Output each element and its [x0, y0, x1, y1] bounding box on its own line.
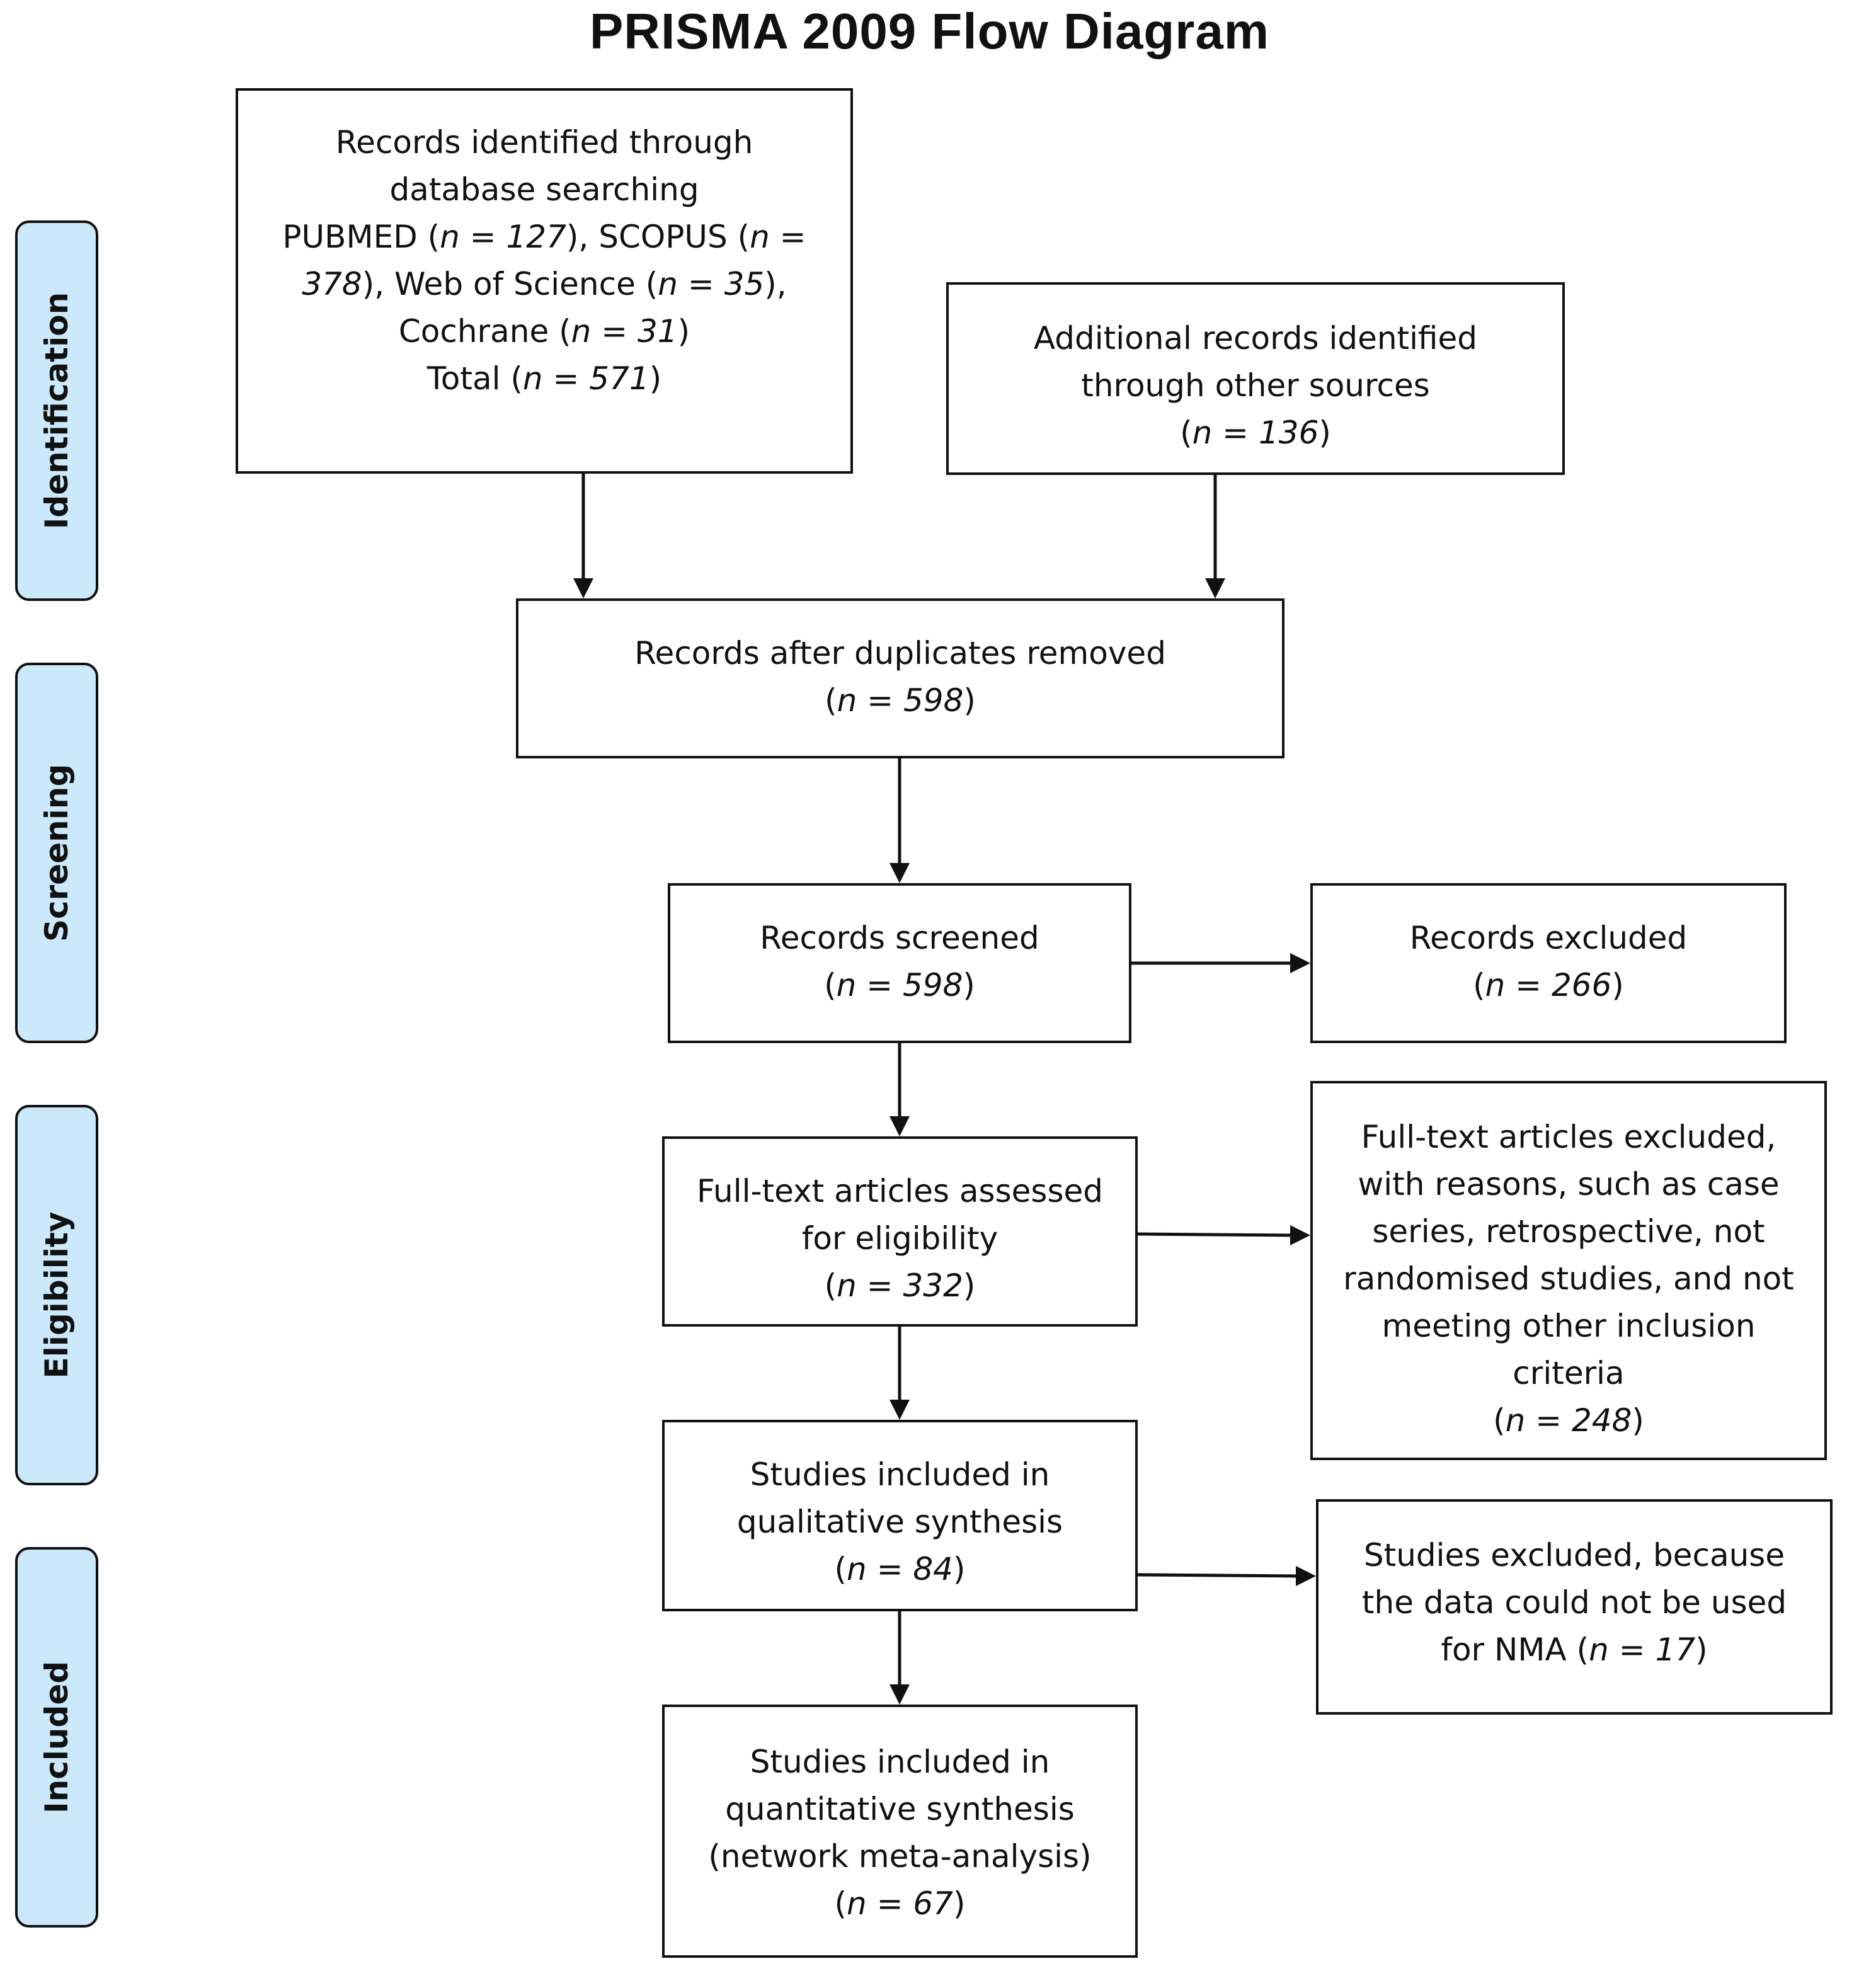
fulltext-excluded-count: (n = 248): [1493, 1402, 1644, 1439]
stage-identification: Identification: [15, 220, 98, 601]
arrowhead-other-to-duplicates: [1205, 578, 1225, 598]
box-qualitative-synthesis: Studies included in qualitative synthesi…: [662, 1420, 1138, 1611]
fulltext-excluded-line5: meeting other inclusion: [1381, 1308, 1756, 1344]
diagram-title: PRISMA 2009 Flow Diagram: [589, 3, 1270, 59]
fulltext-assessed-line1: Full-text articles assessed: [697, 1173, 1103, 1209]
records-screened-count: (n = 598): [824, 967, 975, 1003]
fulltext-assessed-count: (n = 332): [824, 1267, 976, 1304]
records-excluded-line1: Records excluded: [1409, 920, 1688, 956]
database-search-line5: Cochrane (n = 31): [398, 313, 690, 350]
qualitative-line2: qualitative synthesis: [736, 1504, 1063, 1540]
qualitative-line1: Studies included in: [750, 1456, 1050, 1493]
box-records-screened: Records screened (n = 598): [668, 883, 1131, 1043]
box-nma-excluded: Studies excluded, because the data could…: [1316, 1499, 1833, 1715]
arrowhead-screened-to-excluded: [1290, 953, 1310, 973]
other-sources-line2: through other sources: [1081, 367, 1430, 404]
arrowhead-duplicates-to-screened: [889, 863, 910, 883]
nma-excluded-line1: Studies excluded, because: [1363, 1537, 1785, 1574]
other-sources-line1: Additional records identified: [1033, 320, 1478, 357]
arrowhead-fulltext-to-qualitative: [889, 1400, 910, 1420]
qualitative-count: (n = 84): [834, 1551, 966, 1587]
nma-excluded-line3: for NMA (n = 17): [1441, 1631, 1708, 1668]
quantitative-line3: (network meta-analysis): [708, 1838, 1092, 1875]
stage-included: Included: [15, 1547, 98, 1928]
box-fulltext-assessed: Full-text articles assessed for eligibil…: [662, 1136, 1138, 1327]
fulltext-excluded-line6: criteria: [1513, 1355, 1625, 1391]
arrowhead-database-to-duplicates: [573, 578, 593, 598]
arrowhead-qualitative-to-quantitative: [889, 1684, 910, 1705]
arrowhead-fulltext-to-excluded: [1290, 1225, 1310, 1245]
arrowhead-qualitative-to-nma-excluded: [1296, 1566, 1316, 1586]
box-fulltext-excluded: Full-text articles excluded, with reason…: [1310, 1081, 1827, 1460]
arrow-qualitative-to-nma-excluded: [1137, 1573, 1296, 1578]
quantitative-count: (n = 67): [834, 1885, 966, 1922]
fulltext-assessed-line2: for eligibility: [801, 1220, 998, 1257]
database-search-line6: Total (n = 571): [426, 360, 662, 397]
box-database-search: Records identified through database sear…: [236, 88, 853, 474]
fulltext-excluded-line3: series, retrospective, not: [1372, 1213, 1765, 1250]
quantitative-line1: Studies included in: [750, 1744, 1050, 1780]
records-excluded-count: (n = 266): [1473, 967, 1624, 1003]
box-other-sources: Additional records identified through ot…: [946, 282, 1565, 475]
box-duplicates-removed: Records after duplicates removed (n = 59…: [516, 598, 1284, 758]
database-search-line1: Records identified through: [335, 124, 753, 161]
stage-screening: Screening: [15, 663, 98, 1043]
database-search-line2: database searching: [389, 171, 699, 208]
fulltext-excluded-line4: randomised studies, and not: [1343, 1260, 1794, 1297]
database-search-line3: PUBMED (n = 127), SCOPUS (n =: [282, 219, 806, 255]
box-records-excluded: Records excluded (n = 266): [1310, 883, 1787, 1043]
arrow-fulltext-to-excluded: [1137, 1232, 1291, 1237]
database-search-line4: 378), Web of Science (n = 35),: [302, 266, 787, 302]
other-sources-count: (n = 136): [1180, 414, 1331, 451]
quantitative-line2: quantitative synthesis: [725, 1791, 1075, 1827]
duplicates-removed-line1: Records after duplicates removed: [634, 635, 1166, 671]
stage-eligibility: Eligibility: [15, 1105, 98, 1485]
fulltext-excluded-line2: with reasons, such as case: [1358, 1166, 1780, 1203]
fulltext-excluded-line1: Full-text articles excluded,: [1361, 1119, 1776, 1155]
nma-excluded-line2: the data could not be used: [1361, 1584, 1787, 1621]
records-screened-line1: Records screened: [760, 920, 1039, 956]
box-quantitative-synthesis: Studies included in quantitative synthes…: [662, 1705, 1138, 1958]
duplicates-removed-count: (n = 598): [825, 682, 976, 719]
arrowhead-screened-to-fulltext: [889, 1116, 910, 1136]
